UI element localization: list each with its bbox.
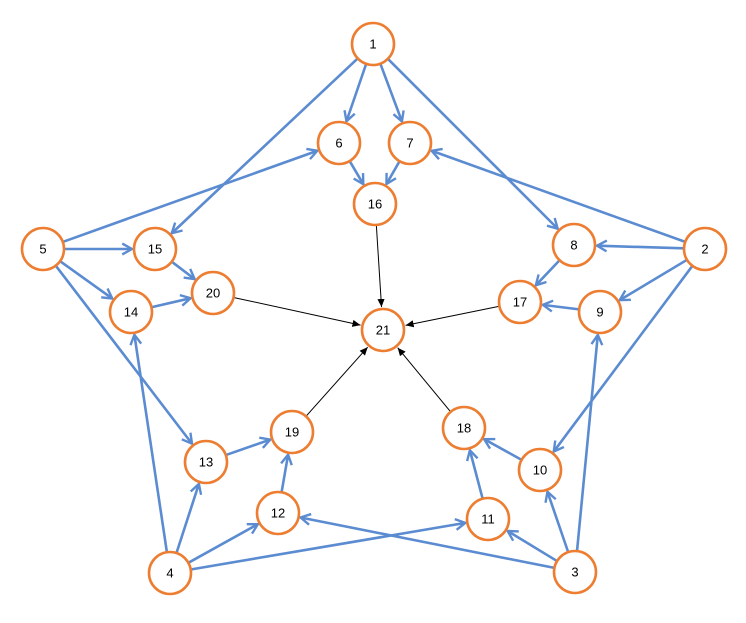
node-6: 6	[316, 120, 362, 166]
edge-4-to-12	[187, 524, 258, 564]
node-label: 4	[166, 566, 173, 581]
node-circle	[147, 550, 193, 596]
node-circle	[183, 439, 229, 485]
node-15: 15	[132, 226, 178, 272]
node-label: 13	[199, 455, 213, 470]
node-label: 18	[457, 421, 471, 436]
node-label: 17	[513, 295, 527, 310]
node-circle	[577, 289, 623, 335]
node-label: 14	[124, 305, 138, 320]
edge-3-to-10	[547, 492, 570, 553]
node-14: 14	[108, 289, 154, 335]
node-5: 5	[20, 226, 66, 272]
edge-5-to-6	[62, 151, 318, 244]
node-label: 7	[406, 136, 413, 151]
node-circle	[682, 226, 728, 272]
node-circle	[441, 405, 487, 451]
node-circle	[551, 222, 597, 268]
node-label: 21	[376, 323, 390, 338]
edge-12-to-19	[282, 455, 289, 493]
edge-11-to-18	[470, 450, 484, 500]
edge-18-to-21	[397, 347, 452, 413]
edge-10-to-18	[484, 439, 523, 461]
node-label: 6	[335, 136, 342, 151]
edge-16-to-21	[375, 224, 385, 308]
edge-1-to-6	[346, 63, 368, 121]
node-7: 7	[387, 120, 433, 166]
node-circle	[387, 120, 433, 166]
edges-layer	[54, 57, 694, 571]
node-label: 8	[570, 238, 577, 253]
node-circle	[132, 226, 178, 272]
edge-14-to-20	[151, 298, 190, 309]
node-17: 17	[497, 279, 543, 325]
node-circle	[316, 120, 362, 166]
node-circle	[190, 270, 236, 316]
node-label: 19	[285, 425, 299, 440]
node-18: 18	[441, 405, 487, 451]
node-circle	[255, 490, 301, 536]
edge-2-to-8	[597, 246, 685, 249]
edge-3-to-9	[575, 335, 598, 552]
node-12: 12	[255, 490, 301, 536]
node-3: 3	[552, 549, 598, 595]
edge-5-to-14	[59, 260, 112, 298]
edge-1-to-15	[172, 57, 359, 233]
node-label: 1	[369, 37, 376, 52]
node-circle	[269, 409, 315, 455]
edge-2-to-9	[620, 258, 688, 300]
edge-19-to-21	[305, 346, 369, 417]
node-label: 2	[701, 242, 708, 257]
node-label: 3	[571, 565, 578, 580]
node-label: 12	[271, 506, 285, 521]
node-label: 20	[206, 286, 220, 301]
edge-7-to-16	[386, 160, 401, 184]
node-circle	[350, 21, 396, 67]
node-circle	[552, 549, 598, 595]
node-circle	[108, 289, 154, 335]
node-label: 10	[533, 463, 547, 478]
node-10: 10	[517, 447, 563, 493]
node-label: 15	[148, 242, 162, 257]
node-circle	[517, 447, 563, 493]
edge-3-to-11	[508, 531, 558, 563]
edge-1-to-8	[386, 57, 558, 229]
edge-4-to-11	[190, 523, 466, 571]
edge-15-to-20	[170, 260, 195, 279]
node-9: 9	[577, 289, 623, 335]
edge-20-to-21	[233, 296, 361, 327]
edge-1-to-7	[379, 63, 402, 122]
node-2: 2	[682, 226, 728, 272]
edge-4-to-14	[134, 335, 169, 553]
edge-13-to-19	[225, 440, 270, 457]
edge-6-to-16	[348, 160, 364, 184]
edge-17-to-21	[405, 305, 500, 328]
node-4: 4	[147, 550, 193, 596]
edge-9-to-17	[543, 305, 580, 310]
edge-5-to-13	[54, 264, 192, 444]
edge-4-to-13	[175, 484, 198, 554]
node-19: 19	[269, 409, 315, 455]
node-8: 8	[551, 222, 597, 268]
node-circle	[497, 279, 543, 325]
node-label: 11	[481, 512, 495, 527]
node-label: 9	[596, 305, 603, 320]
node-13: 13	[183, 439, 229, 485]
edge-8-to-17	[536, 259, 561, 285]
node-circle	[465, 496, 511, 542]
node-label: 5	[39, 242, 46, 257]
edge-2-to-7	[432, 151, 686, 244]
node-label: 16	[368, 197, 382, 212]
edge-2-to-10	[554, 265, 694, 452]
node-circle	[352, 181, 398, 227]
edge-3-to-12	[301, 517, 555, 570]
node-circle	[20, 226, 66, 272]
node-21: 21	[360, 307, 406, 353]
node-11: 11	[465, 496, 511, 542]
node-1: 1	[350, 21, 396, 67]
node-20: 20	[190, 270, 236, 316]
node-circle	[360, 307, 406, 353]
node-16: 16	[352, 181, 398, 227]
